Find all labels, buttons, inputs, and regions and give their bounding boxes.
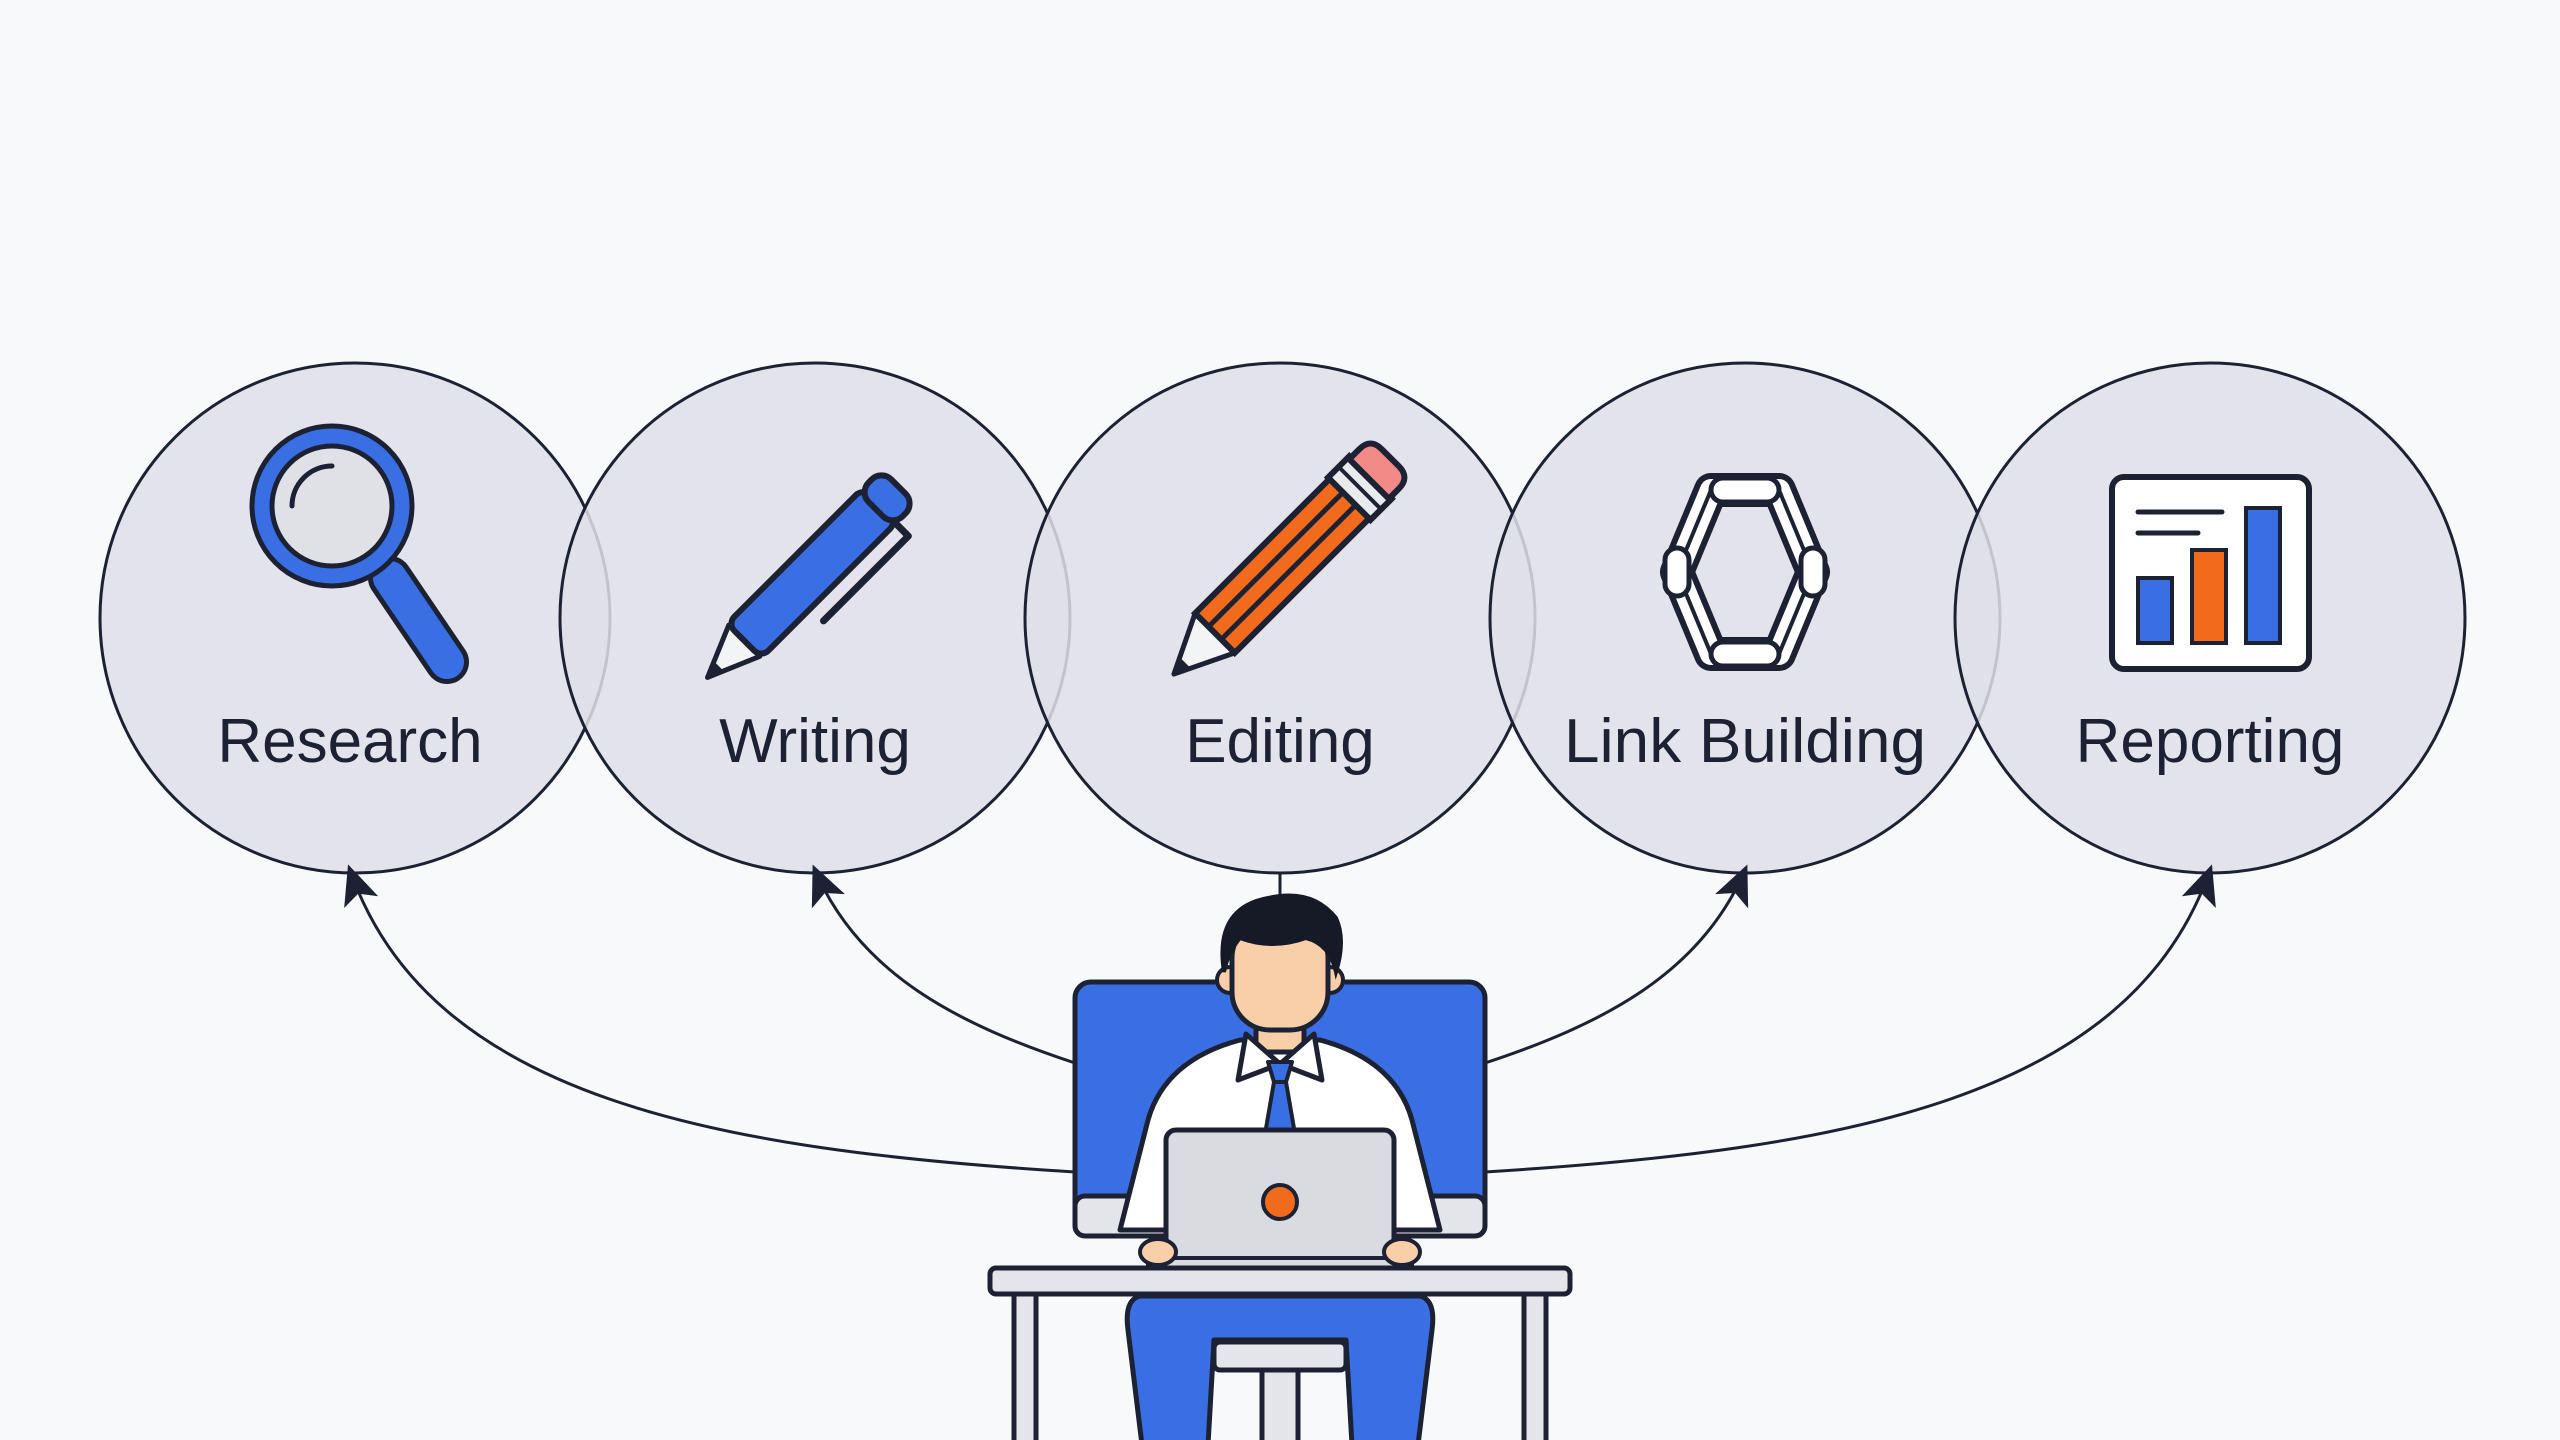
step-label-writing: Writing [719,707,911,776]
step-label-editing: Editing [1185,707,1375,776]
step-editing [1023,361,1537,875]
magnifying-glass-icon [249,423,469,684]
pen-icon [705,472,913,680]
arrow-to-reporting [1484,864,2216,1174]
desk [987,1265,1573,1440]
worker-illustration [987,893,1573,1440]
step-circle [1488,361,2002,875]
hair [1220,893,1343,980]
chain-link-icon [1660,473,1830,671]
step-label-reporting: Reporting [2076,707,2345,776]
connector-arrows [344,864,2216,1174]
arrow-to-link-building [1484,864,1749,1065]
bar-chart-report-icon [2109,474,2312,672]
arrow-to-research [344,864,1076,1174]
step-label-link-building: Link Building [1564,707,1926,776]
step-link-building [1488,361,2002,875]
step-writing [558,361,1072,875]
trousers [1124,1293,1436,1440]
step-circle [1023,361,1537,875]
arrow-to-writing [811,864,1076,1065]
pencil-icon [1171,440,1408,677]
step-label-research: Research [217,707,482,776]
laptop-icon [1146,1127,1414,1274]
step-circle [558,361,1072,875]
